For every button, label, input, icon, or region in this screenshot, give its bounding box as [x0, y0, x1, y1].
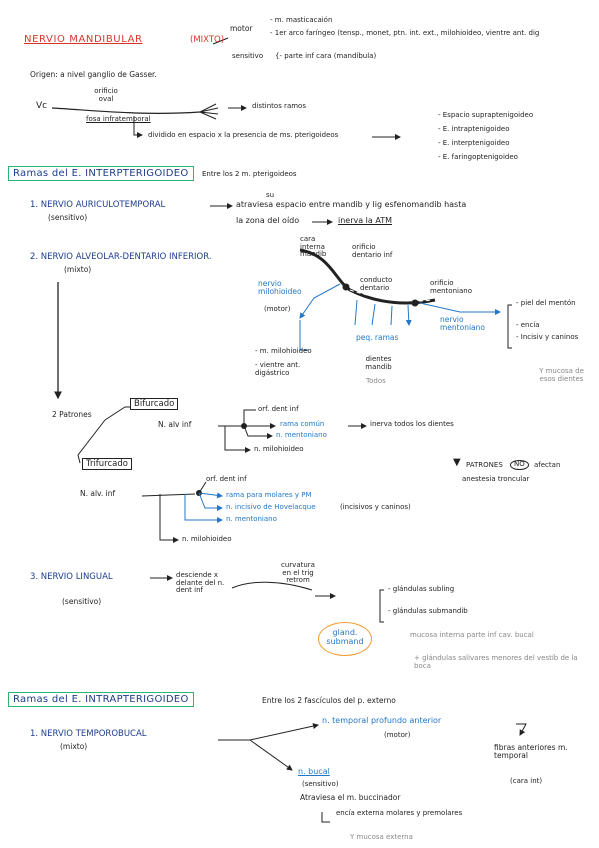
n-incisivo-sub: (incisivos y caninos) — [340, 503, 411, 511]
n-mentoniano-1: n. mentoniano — [276, 431, 327, 439]
piel-menton-label: - piel del mentón — [516, 299, 576, 307]
n-mentoniano-2: n. mentoniano — [226, 515, 277, 523]
mucosa-dientes-label: Y mucosa de esos dientes — [539, 367, 584, 383]
auriculotemporal-desc1: atraviesa espacio entre mandib y lig esf… — [236, 200, 467, 209]
gl-subling-label: - glándulas subling — [388, 585, 455, 593]
orificio-dentario-label: orificio dentario inf — [352, 243, 393, 259]
orif-dent-1: orf. dent inf — [258, 405, 299, 413]
temporal-profundo-label: n. temporal profundo anterior — [322, 716, 442, 725]
n-alv-inf-2: N. alv. inf — [80, 489, 116, 498]
gland-submand-oval: gland. submand — [318, 622, 372, 656]
orificio-oval-label: orificio oval — [94, 87, 118, 103]
n-incisivo-label: n. incisivo de Hovelacque — [226, 503, 316, 511]
atraviesa-label: Atraviesa el m. buccinador — [300, 793, 401, 802]
mentoniano-nerve-label: nervio mentoniano — [440, 315, 485, 333]
desciende-label: desciende x delante del n. dent inf — [176, 571, 225, 595]
espacio-1: - Espacio supraptenigoideo — [438, 111, 534, 119]
sensitivo-item: {- parte inf cara (mandíbula) — [275, 52, 377, 60]
encia-label: - encía — [516, 321, 540, 329]
milohioideo-nerve-label: nervio milohioideo — [258, 279, 302, 297]
dos-patrones-label: 2 Patrones — [52, 410, 92, 419]
curvatura-label: curvatura en el trig retrom — [281, 561, 315, 585]
lingual-title: 3. NERVIO LINGUAL — [30, 572, 113, 582]
dividido-label: dividido en espacio x la presencia de ms… — [148, 131, 339, 139]
conducto-label: conducto dentario — [360, 276, 393, 292]
mucosa-externa-label: Y mucosa externa — [350, 833, 413, 841]
encia-externa-label: encía externa molares y premolares — [336, 809, 463, 817]
auriculotemporal-desc2: la zona del oído — [236, 216, 300, 225]
n-bucal-label: n. bucal — [298, 767, 330, 776]
vientre-label: - vientre ant. digástrico — [255, 361, 301, 377]
cara-interna-label: cara interna mandib — [300, 235, 327, 259]
sensitivo-label: sensitivo — [232, 52, 264, 60]
todos-label: Todos — [366, 377, 386, 385]
incisivos-label: - Incisiv y caninos — [516, 333, 579, 341]
auriculotemporal-title: 1. NERVIO AURICULOTEMPORAL — [30, 200, 166, 210]
espacio-3: - E. interptenigoideo — [438, 139, 510, 147]
temporal-motor-label: (motor) — [384, 731, 411, 739]
rama-comun-label: rama común — [280, 420, 325, 428]
motor-item-1: - m. masticacaión — [270, 16, 333, 24]
warning-icon: ▼ — [453, 457, 461, 468]
rama-molares-label: rama para molares y PM — [226, 491, 312, 499]
lingual-type: (sensitivo) — [62, 597, 102, 606]
trifurcado-box: Trifurcado — [82, 458, 132, 470]
inerva-todos-label: inerva todos los dientes — [370, 420, 454, 428]
fosa-label: fosa infratemporal — [86, 115, 151, 123]
n-milohioideo-2: n. milohioideo — [182, 535, 232, 543]
temporobucal-title: 1. NERVIO TEMPOROBUCAL — [30, 729, 147, 739]
m-milohioideo-label: - m. milohioideo — [255, 347, 312, 355]
anestesia-label: anestesia troncular — [462, 475, 530, 483]
dientes-label: dientes mandib — [365, 355, 392, 371]
bucal-type-label: (sensitivo) — [302, 780, 339, 788]
patrones-label: PATRONES — [466, 461, 503, 469]
origen-text: Origen: a nivel ganglio de Gasser. — [30, 70, 157, 79]
section-interpterigoideo-subtitle: Entre los 2 m. pterigoideos — [202, 170, 297, 178]
orificio-mentoniano-label: orificio mentoniano — [430, 279, 472, 295]
section-intrapterigoideo-subtitle: Entre los 2 fascículos del p. externo — [262, 696, 396, 705]
auriculotemporal-insert: su — [266, 191, 275, 199]
page-title: NERVIO MANDIBULAR — [24, 34, 143, 45]
espacio-2: - E. intraptenigoideo — [438, 125, 510, 133]
section-intrapterigoideo-title: Ramas del E. INTRAPTERIGOIDEO — [8, 692, 194, 707]
bifurcado-box: Bifurcado — [130, 398, 179, 410]
mucosa-interna-label: mucosa interna parte inf cav. bucal — [410, 631, 534, 639]
alveolar-title: 2. NERVIO ALVEOLAR-DENTARIO INFERIOR. — [30, 252, 212, 262]
section-interpterigoideo-title: Ramas del E. INTERPTERIGOIDEO — [8, 166, 194, 181]
no-label: NO — [510, 460, 529, 470]
gl-submand-label: - glándulas submandib — [388, 607, 468, 615]
temporobucal-type: (mixto) — [60, 742, 88, 751]
distintos-ramos-label: distintos ramos — [252, 102, 306, 110]
n-milohioideo-1: n. milohioideo — [254, 445, 304, 453]
vc-label: Vc — [36, 101, 48, 111]
glandulas-salivares-label: + glándulas salivares menores del vestíb… — [414, 654, 578, 670]
peq-ramas-label: peq. ramas — [356, 333, 399, 342]
alveolar-type: (mixto) — [64, 265, 92, 274]
motor-label: motor — [230, 24, 253, 33]
fibras-anteriores-label: fibras anteriores m. temporal — [494, 743, 568, 761]
auriculotemporal-type: (sensitivo) — [48, 213, 88, 222]
mixto-label: (MIXTO) — [190, 35, 225, 45]
motor-item-2: - 1er arco faríngeo (tensp., monet, ptn.… — [270, 29, 540, 37]
auriculotemporal-inerva: inerva la ATM — [338, 216, 392, 225]
milohioideo-motor-label: (motor) — [264, 305, 291, 313]
orif-dent-2: orf. dent inf — [206, 475, 247, 483]
n-alv-inf-1: N. alv inf — [158, 420, 192, 429]
afectan-label: afectan — [534, 461, 561, 469]
cara-int-label: (cara int) — [510, 777, 543, 785]
espacio-4: - E. faringoptenigoideo — [438, 153, 518, 161]
